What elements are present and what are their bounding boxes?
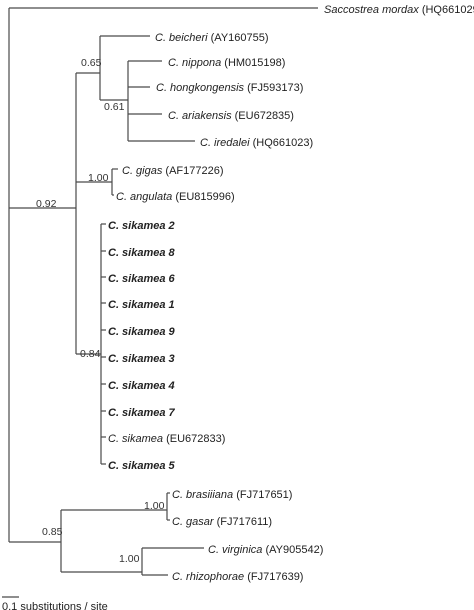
tip-label-c-beicheri: C. beicheri (AY160755) [155, 32, 269, 44]
tip-label-c-hongkongensis: C. hongkongensis (FJ593173) [156, 82, 303, 94]
support-value-brasiliana-gasar: 1.00 [144, 500, 165, 512]
support-values: 0.65 0.61 1.00 0.92 0.84 1.00 1.00 0.85 [36, 57, 165, 565]
support-value-nippona-clade: 0.61 [104, 101, 125, 113]
tip-label-c-virginica: C. virginica (AY905542) [208, 544, 323, 556]
support-value-asian-clade: 0.92 [36, 198, 57, 210]
tree-branches [8, 7, 318, 576]
tip-label-c-brasiiiana: C. brasiiiana (FJ717651) [172, 489, 292, 501]
support-value-beicheri-clade: 0.65 [81, 57, 102, 69]
tip-label-c-sikamea-6: C. sikamea 6 [108, 273, 176, 285]
tip-label-c-ariakensis: C. ariakensis (EU672835) [168, 110, 294, 122]
tip-label-c-sikamea-1: C. sikamea 1 [108, 299, 175, 311]
scale-bar-label: 0.1 substitutions / site [2, 601, 108, 610]
tip-label-c-iredalei: C. iredalei (HQ661023) [200, 137, 313, 149]
tip-label-c-angulata: C. angulata (EU815996) [116, 191, 235, 203]
support-value-gigas-angulata: 1.00 [88, 172, 109, 184]
tip-label-c-sikamea-8: C. sikamea 8 [108, 247, 176, 259]
tip-label-saccostrea-mordax: Saccostrea mordax (HQ661029) [324, 4, 474, 16]
tip-label-c-sikamea-3: C. sikamea 3 [108, 353, 175, 365]
tip-labels: Saccostrea mordax (HQ661029) C. beicheri… [108, 4, 474, 583]
tip-label-c-sikamea-7: C. sikamea 7 [108, 407, 176, 419]
tip-label-c-gasar: C. gasar (FJ717611) [172, 516, 272, 528]
tip-label-c-sikamea-2: C. sikamea 2 [108, 220, 175, 232]
support-value-sikamea-clade: 0.84 [80, 348, 101, 360]
tip-label-c-sikamea-5: C. sikamea 5 [108, 460, 176, 472]
tip-label-c-sikamea-eu672833: C. sikamea (EU672833) [108, 433, 225, 445]
support-value-atlantic-clade: 0.85 [42, 526, 63, 538]
tip-label-c-sikamea-4: C. sikamea 4 [108, 380, 175, 392]
tip-label-c-gigas: C. gigas (AF177226) [122, 165, 224, 177]
tip-label-c-nippona: C. nippona (HM015198) [168, 57, 285, 69]
scale-bar: 0.1 substitutions / site [2, 596, 108, 610]
support-value-virginica-rhizophorae: 1.00 [119, 553, 140, 565]
tip-label-c-rhizophorae: C. rhizophorae (FJ717639) [172, 571, 303, 583]
tip-label-c-sikamea-9: C. sikamea 9 [108, 326, 176, 338]
